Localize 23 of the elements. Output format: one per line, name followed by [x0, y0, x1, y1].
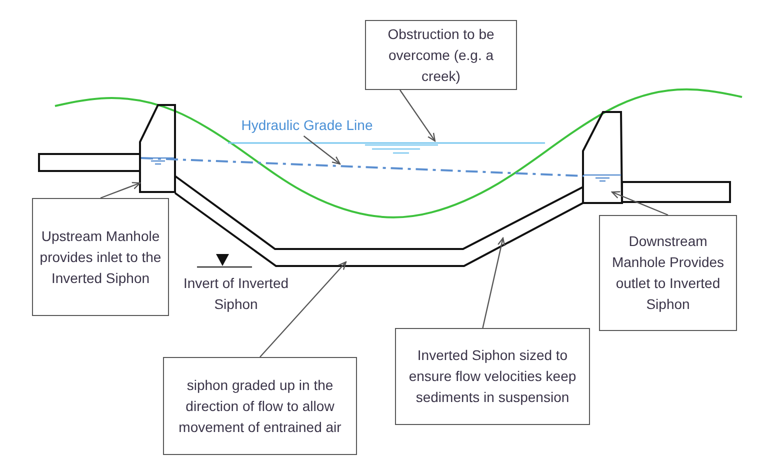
- callout-text: Downstream Manhole Provides outlet to Inverted Siphon: [610, 232, 726, 314]
- manhole-drawing: [38, 104, 176, 193]
- leader-line: [100, 182, 141, 199]
- callout-box: [163, 357, 357, 455]
- line-label: Hydraulic Grade Line: [226, 115, 388, 136]
- leader-line: [303, 136, 341, 165]
- callout-box: [365, 20, 517, 90]
- leader-line: [611, 191, 668, 216]
- callout-text: siphon graded up in the direction of flow to allow movement of entrained air: [178, 376, 342, 436]
- callout-text: Obstruction to be overcome (e.g. a creek): [386, 24, 496, 86]
- leader-line: [260, 261, 347, 358]
- invert-label: Invert of Inverted Siphon: [182, 274, 290, 314]
- callout-box: [395, 328, 590, 425]
- leader-line: [399, 90, 436, 142]
- callout-text: Upstream Manhole provides inlet to the Inverted Siphon: [38, 226, 162, 288]
- siphon-pipe-drawing: [174, 175, 584, 267]
- manhole-drawing: [582, 111, 731, 204]
- callout-box: [599, 215, 737, 331]
- creek-water-drawing: [228, 142, 545, 154]
- callout-text: Inverted Siphon sized to ensure flow velocities keep sediments in suspension: [408, 346, 578, 407]
- callout-box: [32, 198, 169, 316]
- hydraulic-grade-line: [140, 157, 584, 177]
- leader-line: [482, 237, 506, 328]
